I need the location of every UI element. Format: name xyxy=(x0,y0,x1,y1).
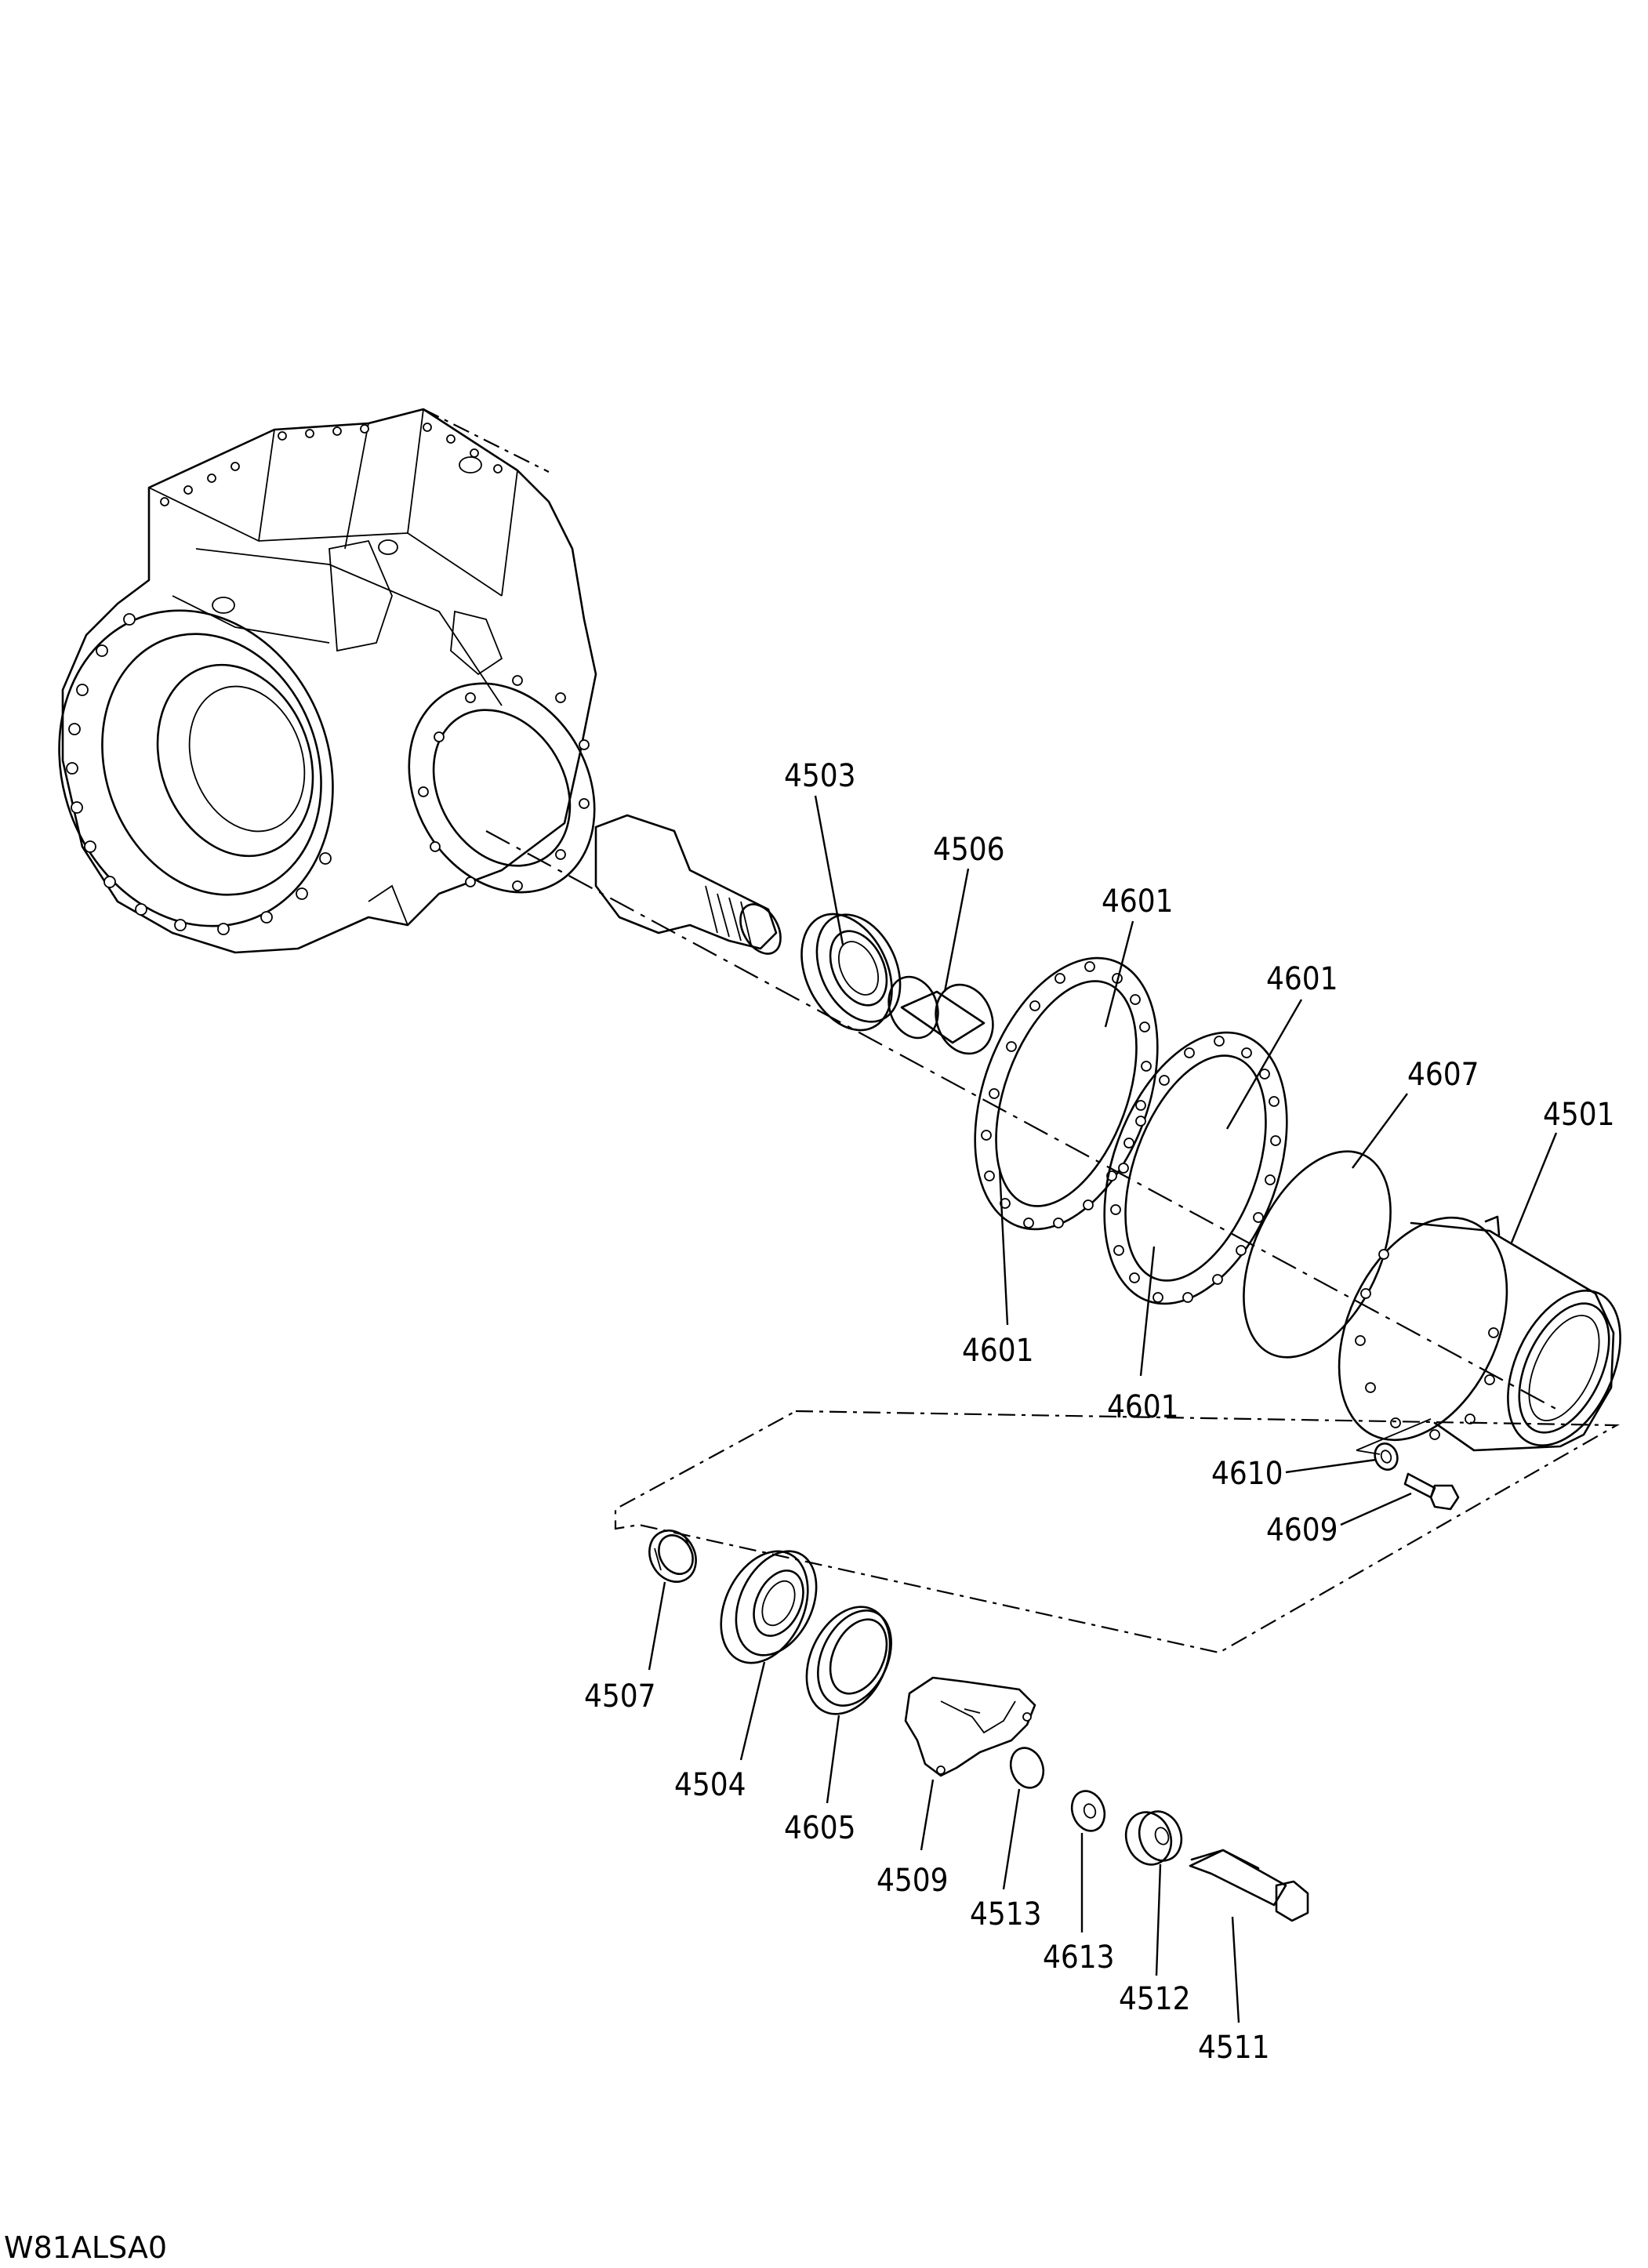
callout-4501: 4501 xyxy=(1543,1097,1615,1133)
shim-4601-rear-holes xyxy=(1110,1036,1281,1303)
leader-lines xyxy=(648,795,1558,2023)
callout-4607: 4607 xyxy=(1407,1057,1479,1093)
left-flange-holes xyxy=(66,613,332,935)
callout-4601-top-a: 4601 xyxy=(1102,884,1174,920)
callout-4601-bottom-a: 4601 xyxy=(962,1333,1034,1369)
callout-4513: 4513 xyxy=(970,1896,1042,1932)
washer-4610 xyxy=(1374,1442,1399,1471)
drawing-code: W81ALSA0 xyxy=(4,2230,167,2265)
callout-4504: 4504 xyxy=(674,1767,746,1803)
shim-4601-front-holes xyxy=(981,961,1152,1228)
bearing-4503 xyxy=(800,913,902,1032)
bolt-4609 xyxy=(1403,1472,1460,1511)
axle-housing xyxy=(58,408,597,954)
sleeve-4507 xyxy=(648,1530,697,1583)
callout-labels: 4503 4506 4601 4601 4607 4501 4601 4601 … xyxy=(584,758,1615,2066)
shim-4601-front xyxy=(974,956,1159,1231)
retainer-housing-4501 xyxy=(1338,1215,1621,1452)
o-ring-4607 xyxy=(1243,1150,1392,1359)
bolt-location-lines xyxy=(1356,1418,1432,1455)
shim-4601-rear xyxy=(1103,1031,1288,1305)
yoke-4509 xyxy=(904,1676,1036,1777)
washer-4512 xyxy=(1124,1810,1183,1866)
o-ring-4513 xyxy=(1009,1747,1045,1789)
callout-4509: 4509 xyxy=(877,1863,949,1899)
callout-4609: 4609 xyxy=(1266,1512,1338,1548)
callout-4507: 4507 xyxy=(584,1678,656,1715)
callout-4610: 4610 xyxy=(1211,1456,1283,1492)
top-flange-holes xyxy=(160,423,503,614)
callout-4512: 4512 xyxy=(1119,1981,1191,2017)
retainer-flange-holes xyxy=(1355,1249,1499,1440)
callout-4503: 4503 xyxy=(784,758,856,794)
right-flange-holes xyxy=(418,675,590,891)
pinion-shaft xyxy=(594,814,782,955)
callout-4511: 4511 xyxy=(1198,2030,1270,2066)
spacer-4506 xyxy=(888,975,994,1055)
callout-4601-bottom-b: 4601 xyxy=(1107,1389,1179,1425)
axis-line-upper xyxy=(485,830,1561,1412)
bearing-4504 xyxy=(720,1550,818,1664)
washer-4613 xyxy=(1070,1790,1106,1832)
lower-assembly-boundary xyxy=(614,1410,1621,1654)
bolt-4511 xyxy=(1189,1849,1309,1922)
callout-4605: 4605 xyxy=(784,1810,856,1846)
callout-4506: 4506 xyxy=(933,832,1005,868)
callout-4613: 4613 xyxy=(1043,1940,1115,1976)
seal-4605 xyxy=(805,1606,892,1715)
callout-4601-top-b: 4601 xyxy=(1266,961,1338,997)
